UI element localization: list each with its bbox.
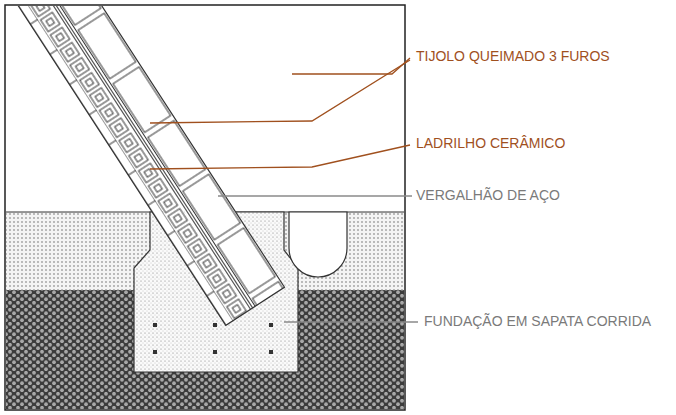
leader-lines [150, 58, 418, 322]
callout-label: FUNDAÇÃO EM SAPATA CORRIDA [424, 313, 651, 330]
leader-line [284, 321, 418, 322]
leader-line [150, 60, 410, 123]
rebar-dots [153, 323, 273, 354]
sloped-wall [11, 6, 285, 325]
drain-channel [289, 212, 347, 277]
callout-label: LADRILHO CERÂMICO [416, 135, 565, 152]
callout-label: VERGALHÃO DE AÇO [416, 187, 560, 204]
frame [5, 5, 405, 410]
callout-label: TIJOLO QUEIMADO 3 FUROS [416, 48, 610, 65]
leader-line [218, 195, 412, 196]
leader-line [150, 145, 410, 169]
